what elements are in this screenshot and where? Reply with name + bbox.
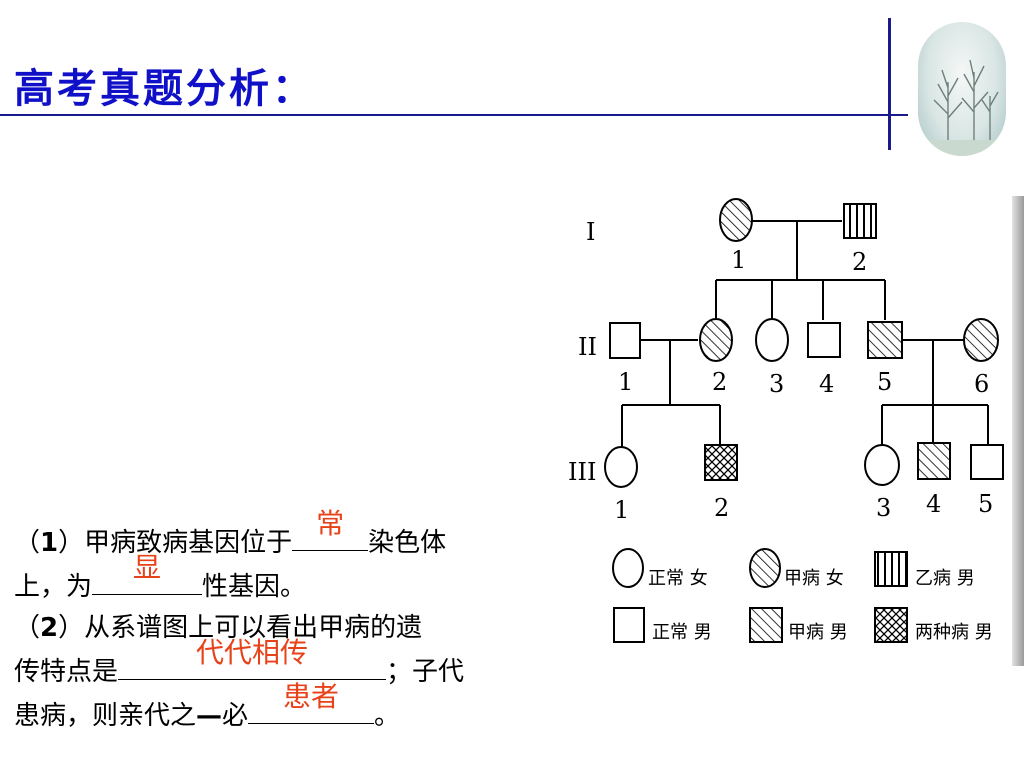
legend-both-male: 两种病 男 xyxy=(915,622,993,643)
page-title: 高考真题分析： xyxy=(14,66,315,112)
person-III-1 xyxy=(604,446,638,488)
answer-4: 患者 xyxy=(283,680,340,713)
pedigree-chart: I II III 1 2 1 2 3 4 5 6 1 2 xyxy=(568,198,1004,643)
q2-dash: — xyxy=(196,701,223,731)
person-II-1 xyxy=(609,322,641,359)
answer-2: 显 xyxy=(133,551,162,584)
title-divider xyxy=(888,18,891,150)
legend-normal-male-symbol xyxy=(613,607,645,643)
gen-label-3: III xyxy=(568,458,596,486)
answer-blank-1: 常 xyxy=(292,507,369,551)
answer-blank-4: 患者 xyxy=(248,680,375,724)
gen-label-1: I xyxy=(586,218,595,246)
q2-text-d: 患病，则亲代之 xyxy=(14,701,197,731)
legend-a-male-symbol xyxy=(749,607,783,643)
q2-text-b: 传特点是 xyxy=(14,657,119,687)
q2-text-e: 必 xyxy=(222,701,249,731)
q2-number: 2 xyxy=(40,613,59,643)
label-III-5: 5 xyxy=(978,490,993,518)
person-I-2 xyxy=(843,203,877,239)
label-II-5: 5 xyxy=(877,368,892,396)
answer-3: 代代相传 xyxy=(196,636,309,669)
question-line-4: 传特点是 代代相传 ；子代 xyxy=(14,636,574,693)
person-III-4 xyxy=(917,442,951,480)
label-III-4: 4 xyxy=(926,490,941,518)
person-II-2 xyxy=(699,318,733,362)
q1-number: 1 xyxy=(40,528,59,558)
q1-text-d: 性基因。 xyxy=(202,572,307,602)
question-line-2: 上，为 显性基因。 xyxy=(14,551,574,608)
legend-b-male: 乙病 男 xyxy=(915,568,975,589)
answer-blank-2: 显 xyxy=(92,551,203,595)
gen-label-2: II xyxy=(578,333,597,361)
q1-text-b: 染色体 xyxy=(368,528,447,558)
person-II-3 xyxy=(755,318,789,362)
legend-both-male-symbol xyxy=(874,607,908,643)
person-I-1 xyxy=(719,198,753,242)
legend-a-female-symbol xyxy=(749,548,781,588)
person-II-4 xyxy=(807,322,841,358)
label-II-2: 2 xyxy=(712,368,727,396)
label-I-1: 1 xyxy=(731,246,746,274)
label-II-4: 4 xyxy=(819,370,834,398)
question-line-1: （1）甲病致病基因位于常染色体 xyxy=(14,507,574,564)
q2-text-c: ；子代 xyxy=(386,657,465,687)
q1-text-c: 上，为 xyxy=(14,572,93,602)
legend: 正常 女 甲病 女 乙病 男 正常 男 甲病 男 两种病 男 xyxy=(612,548,993,643)
question-line-5: 患病，则亲代之—必 患者。 xyxy=(14,680,574,737)
person-II-6 xyxy=(963,318,999,362)
q2-text-a: ）从系谱图上可以看出甲病的遗 xyxy=(58,613,423,643)
question-line-3: （2）从系谱图上可以看出甲病的遗 xyxy=(14,608,574,649)
q1-open-paren: （ xyxy=(14,528,41,558)
q2-text-f: 。 xyxy=(374,701,401,731)
label-II-1: 1 xyxy=(618,368,633,396)
question-text: （1）甲病致病基因位于常染色体 上，为显性基因。 （2）从系谱图上可以看出甲病的… xyxy=(14,507,574,737)
person-III-2 xyxy=(704,444,738,481)
person-III-3 xyxy=(864,444,900,486)
answer-blank-3: 代代相传 xyxy=(118,636,387,680)
q2-open-paren: （ xyxy=(14,613,41,643)
legend-a-male: 甲病 男 xyxy=(788,622,848,643)
label-III-2: 2 xyxy=(714,494,729,522)
legend-normal-female: 正常 女 xyxy=(648,568,708,589)
right-edge-shadow xyxy=(1012,196,1024,666)
legend-normal-female-symbol xyxy=(612,548,644,588)
q1-text-a: ）甲病致病基因位于 xyxy=(58,528,293,558)
legend-b-male-symbol xyxy=(874,551,908,587)
decorative-tree-image xyxy=(918,22,1006,156)
answer-1: 常 xyxy=(316,507,345,540)
label-II-3: 3 xyxy=(769,370,784,398)
legend-a-female: 甲病 女 xyxy=(784,568,844,589)
label-III-3: 3 xyxy=(876,494,891,522)
person-II-5 xyxy=(867,321,903,359)
label-II-6: 6 xyxy=(974,370,989,398)
title-underline xyxy=(0,114,908,116)
label-I-2: 2 xyxy=(852,248,867,276)
label-III-1: 1 xyxy=(614,496,629,524)
person-III-5 xyxy=(970,444,1004,480)
legend-normal-male: 正常 男 xyxy=(652,622,712,643)
